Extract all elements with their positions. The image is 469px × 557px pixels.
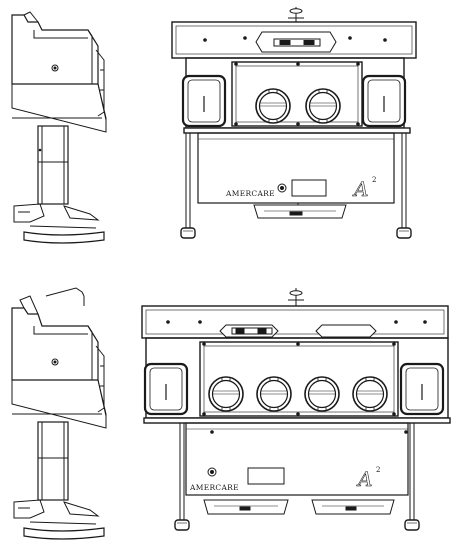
logo-bottom: A 2 bbox=[356, 466, 381, 491]
side-view-bottom bbox=[11, 287, 107, 540]
front-view-top bbox=[171, 7, 417, 239]
logo-top: A 2 bbox=[352, 176, 377, 201]
logo-letter-bottom: A bbox=[356, 467, 372, 491]
logo-superscript-bottom: 2 bbox=[376, 466, 380, 474]
front-view-bottom bbox=[141, 288, 451, 531]
brand-label-bottom: AMERCARE bbox=[189, 483, 239, 492]
side-view-top bbox=[11, 11, 107, 244]
brand-label-top: AMERCARE bbox=[225, 189, 275, 198]
logo-superscript-top: 2 bbox=[372, 176, 376, 184]
logo-letter-top: A bbox=[352, 177, 368, 201]
